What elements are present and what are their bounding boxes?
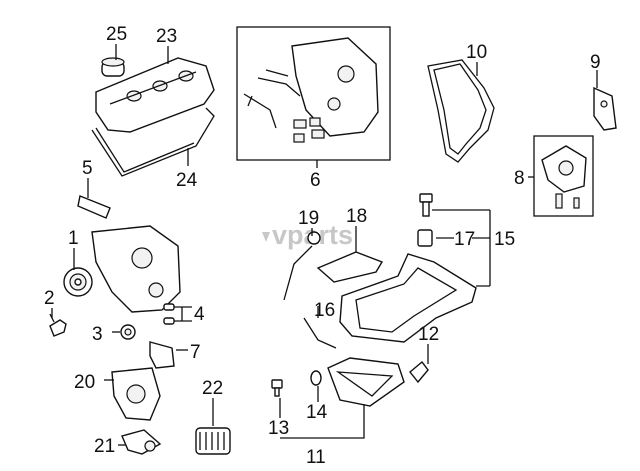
callout-10: 10 [466, 42, 487, 63]
baffle-plate [316, 251, 384, 283]
callout-16: 16 [314, 300, 335, 321]
callout-3: 3 [92, 324, 103, 345]
callout-22: 22 [202, 378, 223, 399]
crankshaft-pulley [63, 267, 93, 297]
water-pump-box [533, 135, 594, 217]
callout-7: 7 [190, 342, 201, 363]
callout-24: 24 [176, 170, 198, 191]
oil-filler-cap [101, 57, 125, 77]
callout-8: 8 [514, 168, 525, 189]
callout-23: 23 [156, 26, 177, 47]
oil-level-gauge [283, 231, 321, 301]
drain-plug [271, 379, 283, 397]
oil-pan-lower [327, 357, 405, 407]
callout-11: 11 [306, 447, 326, 468]
bracket-7 [149, 341, 175, 369]
leader-lines [51, 44, 598, 446]
valve-cover [95, 57, 215, 133]
timing-chain [427, 59, 495, 163]
callout-4: 4 [194, 304, 205, 325]
callout-5: 5 [82, 158, 93, 179]
oil-pump [111, 367, 161, 421]
callout-18: 18 [346, 206, 367, 227]
callout-20: 20 [74, 372, 95, 393]
bolt-15 [419, 193, 433, 217]
callout-12: 12 [418, 324, 439, 345]
callout-1: 1 [68, 228, 79, 249]
callout-21: 21 [94, 436, 115, 457]
water-pump [541, 145, 587, 209]
callout-labels: 25 23 24 5 1 2 3 4 7 20 21 22 6 10 9 8 1… [44, 24, 601, 468]
oil-pan-upper [339, 253, 477, 343]
callout-15: 15 [494, 229, 515, 250]
callout-6: 6 [310, 170, 321, 191]
gasket-kit-box [236, 26, 391, 161]
callout-9: 9 [590, 52, 601, 73]
oil-filter [195, 427, 231, 455]
dowel-pins [163, 303, 175, 325]
callout-19: 19 [298, 208, 319, 229]
drain-washer [310, 370, 322, 386]
gasket-16 [303, 317, 337, 349]
callout-25: 25 [106, 24, 127, 45]
callout-13: 13 [268, 418, 289, 439]
front-oil-seal [120, 324, 136, 340]
callout-2: 2 [44, 288, 55, 309]
callout-17: 17 [454, 229, 475, 250]
bracket-17 [417, 229, 433, 247]
valve-cover-gasket [91, 107, 215, 177]
bracket-5 [77, 195, 111, 219]
timing-chain-case [91, 225, 181, 313]
gasket-9 [593, 86, 617, 131]
callout-14: 14 [306, 402, 328, 423]
oil-strainer [121, 429, 162, 455]
gasket-kit-parts [243, 37, 379, 143]
oil-pressure-sensor [409, 360, 429, 384]
